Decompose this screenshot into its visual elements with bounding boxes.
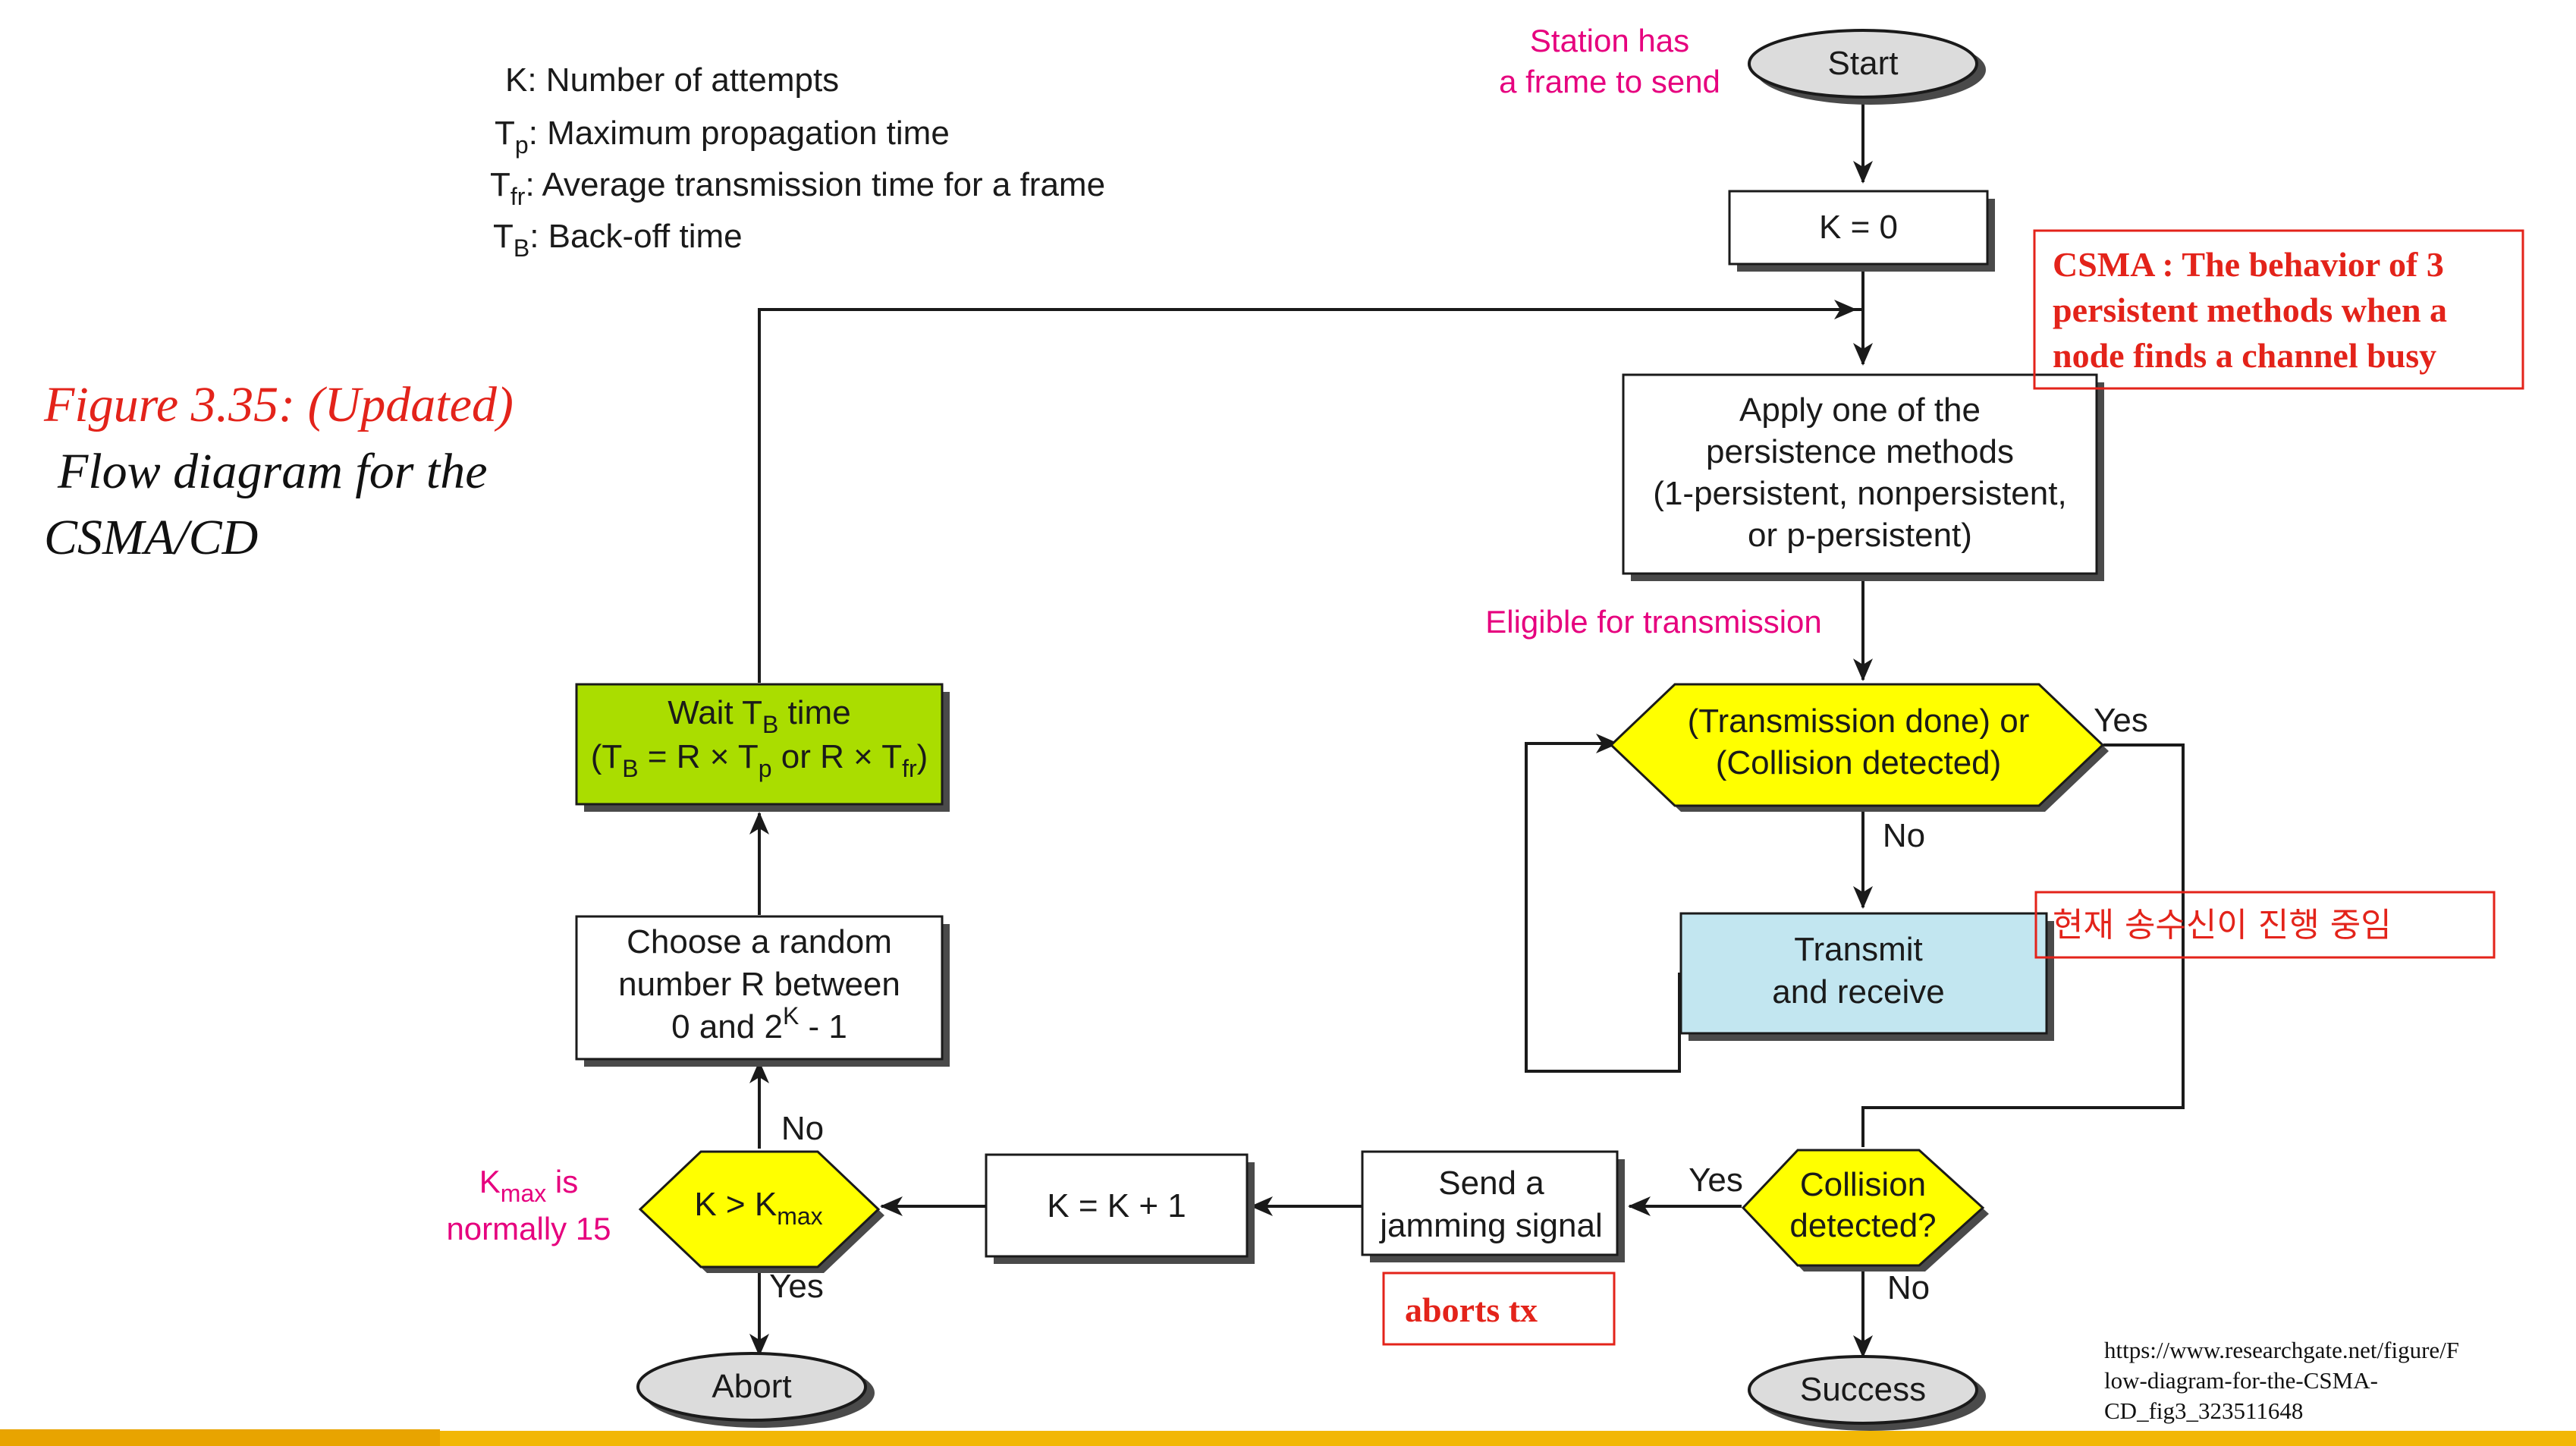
start-label: Start [1828,45,1899,82]
success-node: Success [1748,1355,1986,1431]
legend-k: K: Number of attempts [505,61,839,99]
choose-random-node: Choose a random number R between 0 and 2… [575,915,950,1067]
kmax-check-node: K > Kmax [638,1150,884,1273]
legend-tp: Tp: Maximum propagation time [495,115,950,159]
random-line3: 0 and 2K - 1 [671,1002,847,1045]
source-line3: CD_fig3_323511648 [2104,1397,2303,1424]
arrow-yes-to-collision [1861,743,2185,1147]
collision-line2: detected? [1789,1207,1936,1244]
csma-line1: CSMA : The behavior of 3 [2053,245,2444,284]
arrow-transmit-loop [1525,734,1681,1073]
csma-line2: persistent methods when a [2053,291,2447,329]
apply-line4: or p-persistent) [1748,517,1972,554]
kcheck-label: K > Kmax [694,1186,822,1230]
abort-node: Abort [636,1352,875,1428]
k0-label: K = 0 [1819,209,1898,246]
bottom-accent-bar-left [0,1429,440,1446]
txcheck-line1: (Transmission done) or [1688,703,2030,740]
korean-annotation: 현재 송수신이 진행 중임 [2034,891,2496,959]
csma-line3: node finds a channel busy [2053,336,2436,375]
abort-label: Abort [712,1368,791,1405]
edge-label-no-collision: No [1887,1269,1930,1306]
eligible-label: Eligible for transmission [1485,604,1822,640]
transmit-line2: and receive [1772,973,1944,1011]
wait-line2: (TB = R × Tp or R × Tfr) [591,738,928,782]
legend-tb: TB: Back-off time [493,218,743,262]
start-node: Start [1748,29,1986,105]
kmax-label-line1: Kmax is [479,1164,578,1207]
wait-node: Wait TB time (TB = R × Tp or R × Tfr) [575,683,950,812]
jamming-node: Send a jamming signal [1361,1150,1625,1262]
source-line1: https://www.researchgate.net/figure/F [2104,1337,2459,1363]
transmission-check-node: (Transmission done) or (Collision detect… [1609,683,2109,812]
station-label-line1: Station has [1530,23,1689,58]
korean-note: 현재 송수신이 진행 중임 [2053,906,2392,945]
bottom-accent-bar [0,1431,2576,1446]
source-line2: low-diagram-for-the-CSMA- [2104,1367,2378,1394]
figure-title-line2: Flow diagram for the [57,444,488,499]
wait-line1: Wait TB time [668,694,850,738]
source-citation: https://www.researchgate.net/figure/F lo… [2104,1337,2459,1424]
arrow-wait-loopback [758,308,1863,683]
connectors [749,96,2185,1358]
edge-label-yes-check: Yes [2094,702,2148,739]
aborts-annotation: aborts tx [1382,1272,1616,1346]
apply-line2: persistence methods [1706,433,2014,470]
kmax-label-line2: normally 15 [446,1211,611,1246]
transmit-line1: Transmit [1794,931,1923,968]
figure-title-line3: CSMA/CD [44,510,258,565]
edge-label-yes-kcheck: Yes [769,1268,824,1305]
apply-line1: Apply one of the [1739,391,1981,429]
transmit-receive-node: Transmit and receive [1679,912,2054,1041]
figure-title-line1: Figure 3.35: (Updated) [43,377,514,432]
figure-title: Figure 3.35: (Updated) Flow diagram for … [43,377,514,565]
apply-persistence-node: Apply one of the persistence methods (1-… [1622,373,2104,581]
station-label-line2: a frame to send [1499,64,1720,99]
txcheck-line2: (Collision detected) [1716,744,2002,781]
k-increment-node: K = K + 1 [985,1153,1255,1264]
csma-annotation: CSMA : The behavior of 3 persistent meth… [2033,229,2524,390]
aborts-note: aborts tx [1405,1290,1538,1329]
legend: K: Number of attempts Tp: Maximum propag… [490,61,1105,262]
success-label: Success [1800,1371,1926,1408]
edge-label-no-check: No [1883,817,1925,854]
apply-line3: (1-persistent, nonpersistent, [1653,475,2066,512]
jam-line2: jamming signal [1378,1207,1602,1244]
random-line1: Choose a random [627,923,892,960]
edge-label-yes-collision: Yes [1689,1162,1743,1199]
collision-check-node: Collision detected? [1741,1149,1989,1272]
jam-line1: Send a [1438,1165,1544,1202]
kinc-label: K = K + 1 [1047,1187,1186,1224]
random-line2: number R between [618,966,900,1003]
k0-node: K = 0 [1728,190,1995,272]
collision-line1: Collision [1800,1166,1926,1203]
legend-tfr: Tfr: Average transmission time for a fra… [490,166,1105,210]
edge-label-no-kcheck: No [781,1110,824,1147]
